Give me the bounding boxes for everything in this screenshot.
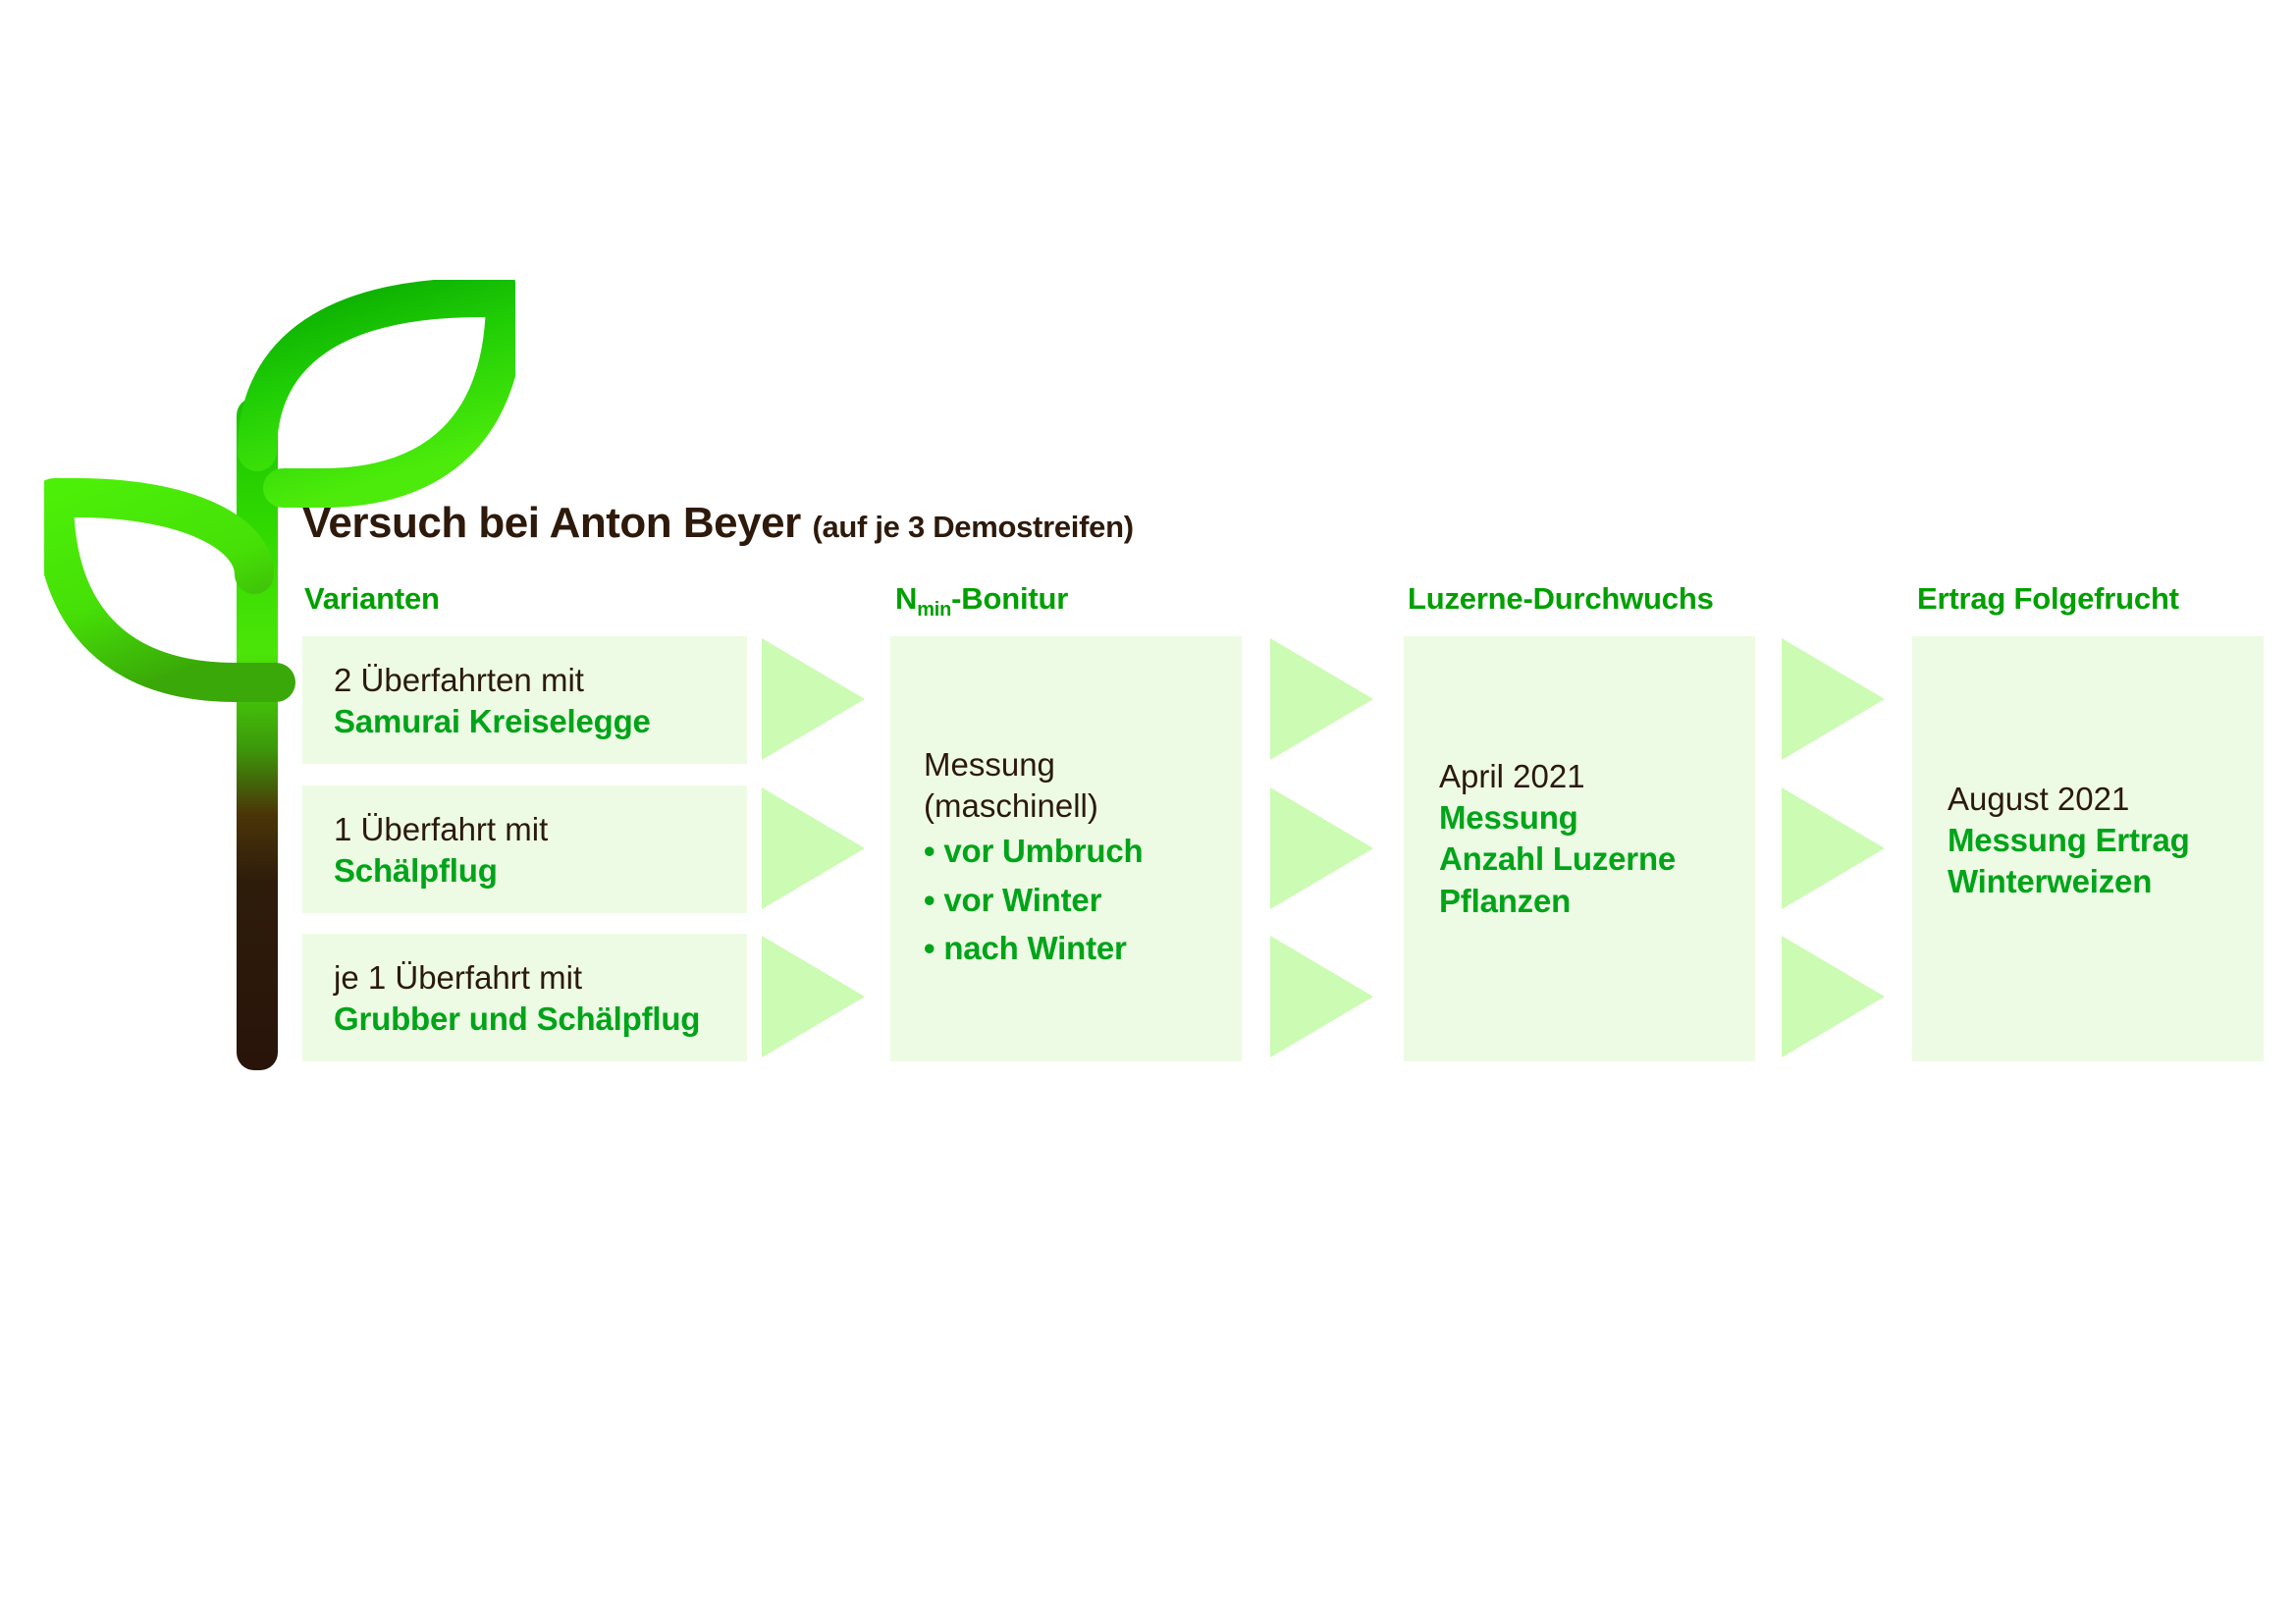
column-header-nmin-bonitur: Nmin-Bonitur xyxy=(895,581,1068,622)
ertrag-date: August 2021 xyxy=(1948,781,2130,817)
nmin-bullet-2: • vor Winter xyxy=(924,876,1228,925)
nmin-line-2: (maschinell) xyxy=(924,787,1098,825)
column-header-varianten: Varianten xyxy=(304,581,440,617)
bullet-dot-icon: • xyxy=(924,881,944,918)
bullet-dot-icon: • xyxy=(924,930,944,967)
variant-box-2-line-dark: 1 Überfahrt mit xyxy=(334,811,549,847)
variant-box-3-line-green: Grubber und Schälpflug xyxy=(334,1001,701,1038)
variant-box-1-line-dark: 2 Überfahrten mit xyxy=(334,662,584,698)
arrow-right-icon xyxy=(1270,936,1373,1057)
ertrag-folgefrucht-box: August 2021 Messung Ertrag Winterweizen xyxy=(1912,636,2264,1061)
bullet-dot-icon: • xyxy=(924,833,944,870)
column-header-ertrag-folgefrucht: Ertrag Folgefrucht xyxy=(1917,581,2179,617)
arrow-right-icon xyxy=(1782,787,1885,909)
nmin-bonitur-box: Messung (maschinell) • vor Umbruch • vor… xyxy=(890,636,1242,1061)
nmin-bullet-2-label: vor Winter xyxy=(943,881,1102,918)
arrow-right-icon xyxy=(1270,787,1373,909)
leaf-upper-right xyxy=(238,278,525,508)
nmin-bullet-1-label: vor Umbruch xyxy=(943,833,1144,870)
luzerne-durchwuchs-box: April 2021 Messung Anzahl Luzerne Pflanz… xyxy=(1404,636,1755,1061)
luzerne-line-3: Pflanzen xyxy=(1439,882,1572,919)
variant-box-2-line-green: Schälpflug xyxy=(334,852,498,890)
variant-box-1-line-green: Samurai Kreiselegge xyxy=(334,703,651,740)
variant-box-2-text: 1 Überfahrt mit Schälpflug xyxy=(334,809,733,892)
variant-box-1-text: 2 Überfahrten mit Samurai Kreiselegge xyxy=(334,660,733,742)
nmin-bullet-3-label: nach Winter xyxy=(943,930,1127,967)
variant-box-3-line-dark: je 1 Überfahrt mit xyxy=(334,959,583,996)
arrow-right-icon xyxy=(762,936,865,1057)
luzerne-line-2: Anzahl Luzerne xyxy=(1439,840,1677,878)
column-header-nmin-subscript: min xyxy=(917,599,952,622)
arrow-right-icon xyxy=(1270,638,1373,760)
column-header-nmin-n: N xyxy=(895,581,918,616)
nmin-bullet-3: • nach Winter xyxy=(924,924,1228,973)
column-header-luzerne-label: Luzerne-Durchwuchs xyxy=(1408,581,1714,616)
page-title-main: Versuch bei Anton Beyer xyxy=(302,499,801,547)
sprout-plant-logo xyxy=(34,278,525,1075)
variant-box-1: 2 Überfahrten mit Samurai Kreiselegge xyxy=(302,636,747,764)
variant-box-3-text: je 1 Überfahrt mit Grubber und Schälpflu… xyxy=(334,957,733,1040)
arrow-right-icon xyxy=(1782,638,1885,760)
ertrag-line-1: Messung Ertrag xyxy=(1948,822,2190,859)
ertrag-line-2: Winterweizen xyxy=(1948,863,2153,900)
luzerne-durchwuchs-text: April 2021 Messung Anzahl Luzerne Pflanz… xyxy=(1439,756,1741,922)
variant-box-3: je 1 Überfahrt mit Grubber und Schälpflu… xyxy=(302,934,747,1061)
luzerne-line-1: Messung xyxy=(1439,799,1578,837)
nmin-bonitur-text: Messung (maschinell) • vor Umbruch • vor… xyxy=(924,744,1228,973)
column-header-luzerne-durchwuchs: Luzerne-Durchwuchs xyxy=(1408,581,1714,617)
arrow-right-icon xyxy=(1782,936,1885,1057)
column-header-varianten-label: Varianten xyxy=(304,581,440,616)
column-header-nmin-tail: -Bonitur xyxy=(951,581,1069,616)
page-title-subtitle: (auf je 3 Demostreifen) xyxy=(812,510,1134,544)
arrow-right-icon xyxy=(762,638,865,760)
nmin-bullet-1: • vor Umbruch xyxy=(924,827,1228,876)
page-title: Versuch bei Anton Beyer (auf je 3 Demost… xyxy=(302,499,1134,548)
arrow-right-icon xyxy=(762,787,865,909)
luzerne-date: April 2021 xyxy=(1439,758,1585,794)
ertrag-folgefrucht-text: August 2021 Messung Ertrag Winterweizen xyxy=(1948,779,2250,903)
nmin-line-1: Messung xyxy=(924,746,1055,783)
variant-box-2: 1 Überfahrt mit Schälpflug xyxy=(302,785,747,913)
leaf-lower-left xyxy=(34,478,295,702)
column-header-ertrag-label: Ertrag Folgefrucht xyxy=(1917,581,2179,616)
